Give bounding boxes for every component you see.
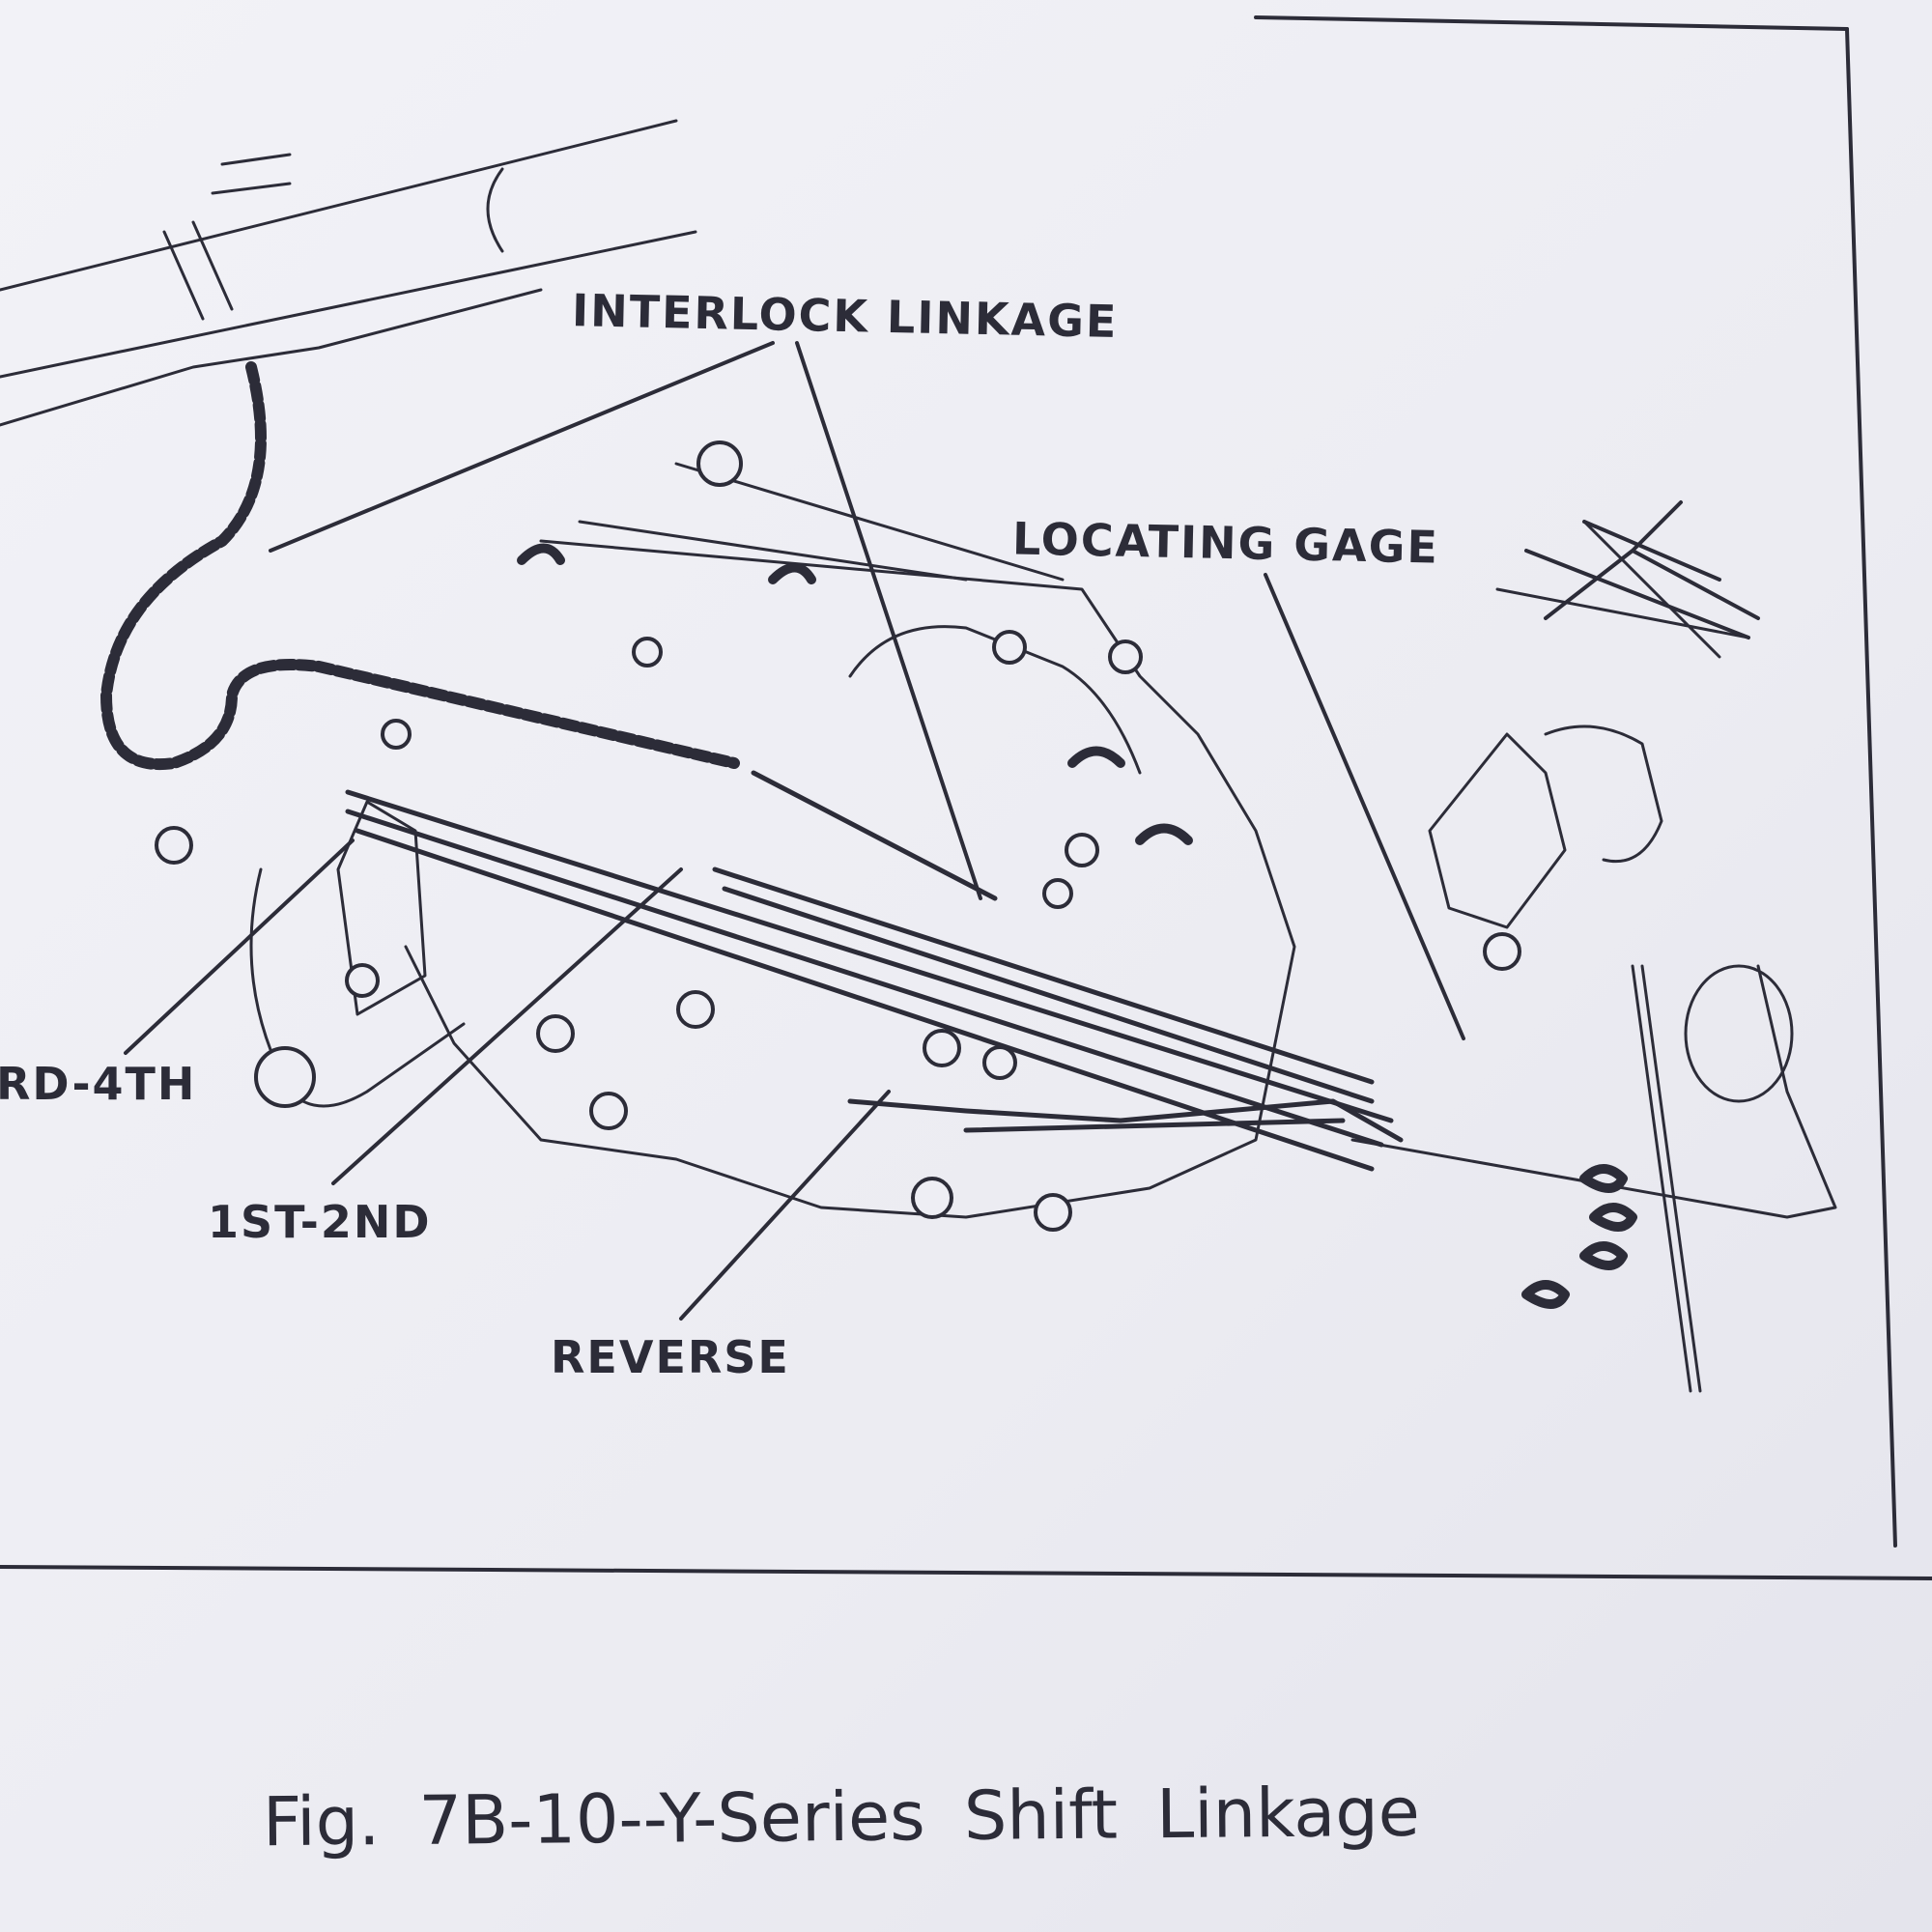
label-3rd-4th: RD-4TH — [0, 1058, 197, 1110]
label-1st-2nd: 1ST-2ND — [208, 1196, 432, 1248]
leader-lines — [124, 341, 1760, 1321]
label-reverse: REVERSE — [551, 1331, 790, 1383]
retaining-clips — [517, 543, 1637, 1309]
bolts — [155, 440, 1521, 1232]
figure-caption: Fig. 7B-10--Y-Series Shift Linkage — [262, 1772, 1421, 1862]
steering-column — [0, 119, 697, 427]
shift-rods — [345, 770, 1404, 1172]
label-locating-gage: LOCATING GAGE — [1011, 512, 1440, 574]
spring-cable — [100, 361, 740, 771]
figure-frame — [0, 15, 1932, 1580]
